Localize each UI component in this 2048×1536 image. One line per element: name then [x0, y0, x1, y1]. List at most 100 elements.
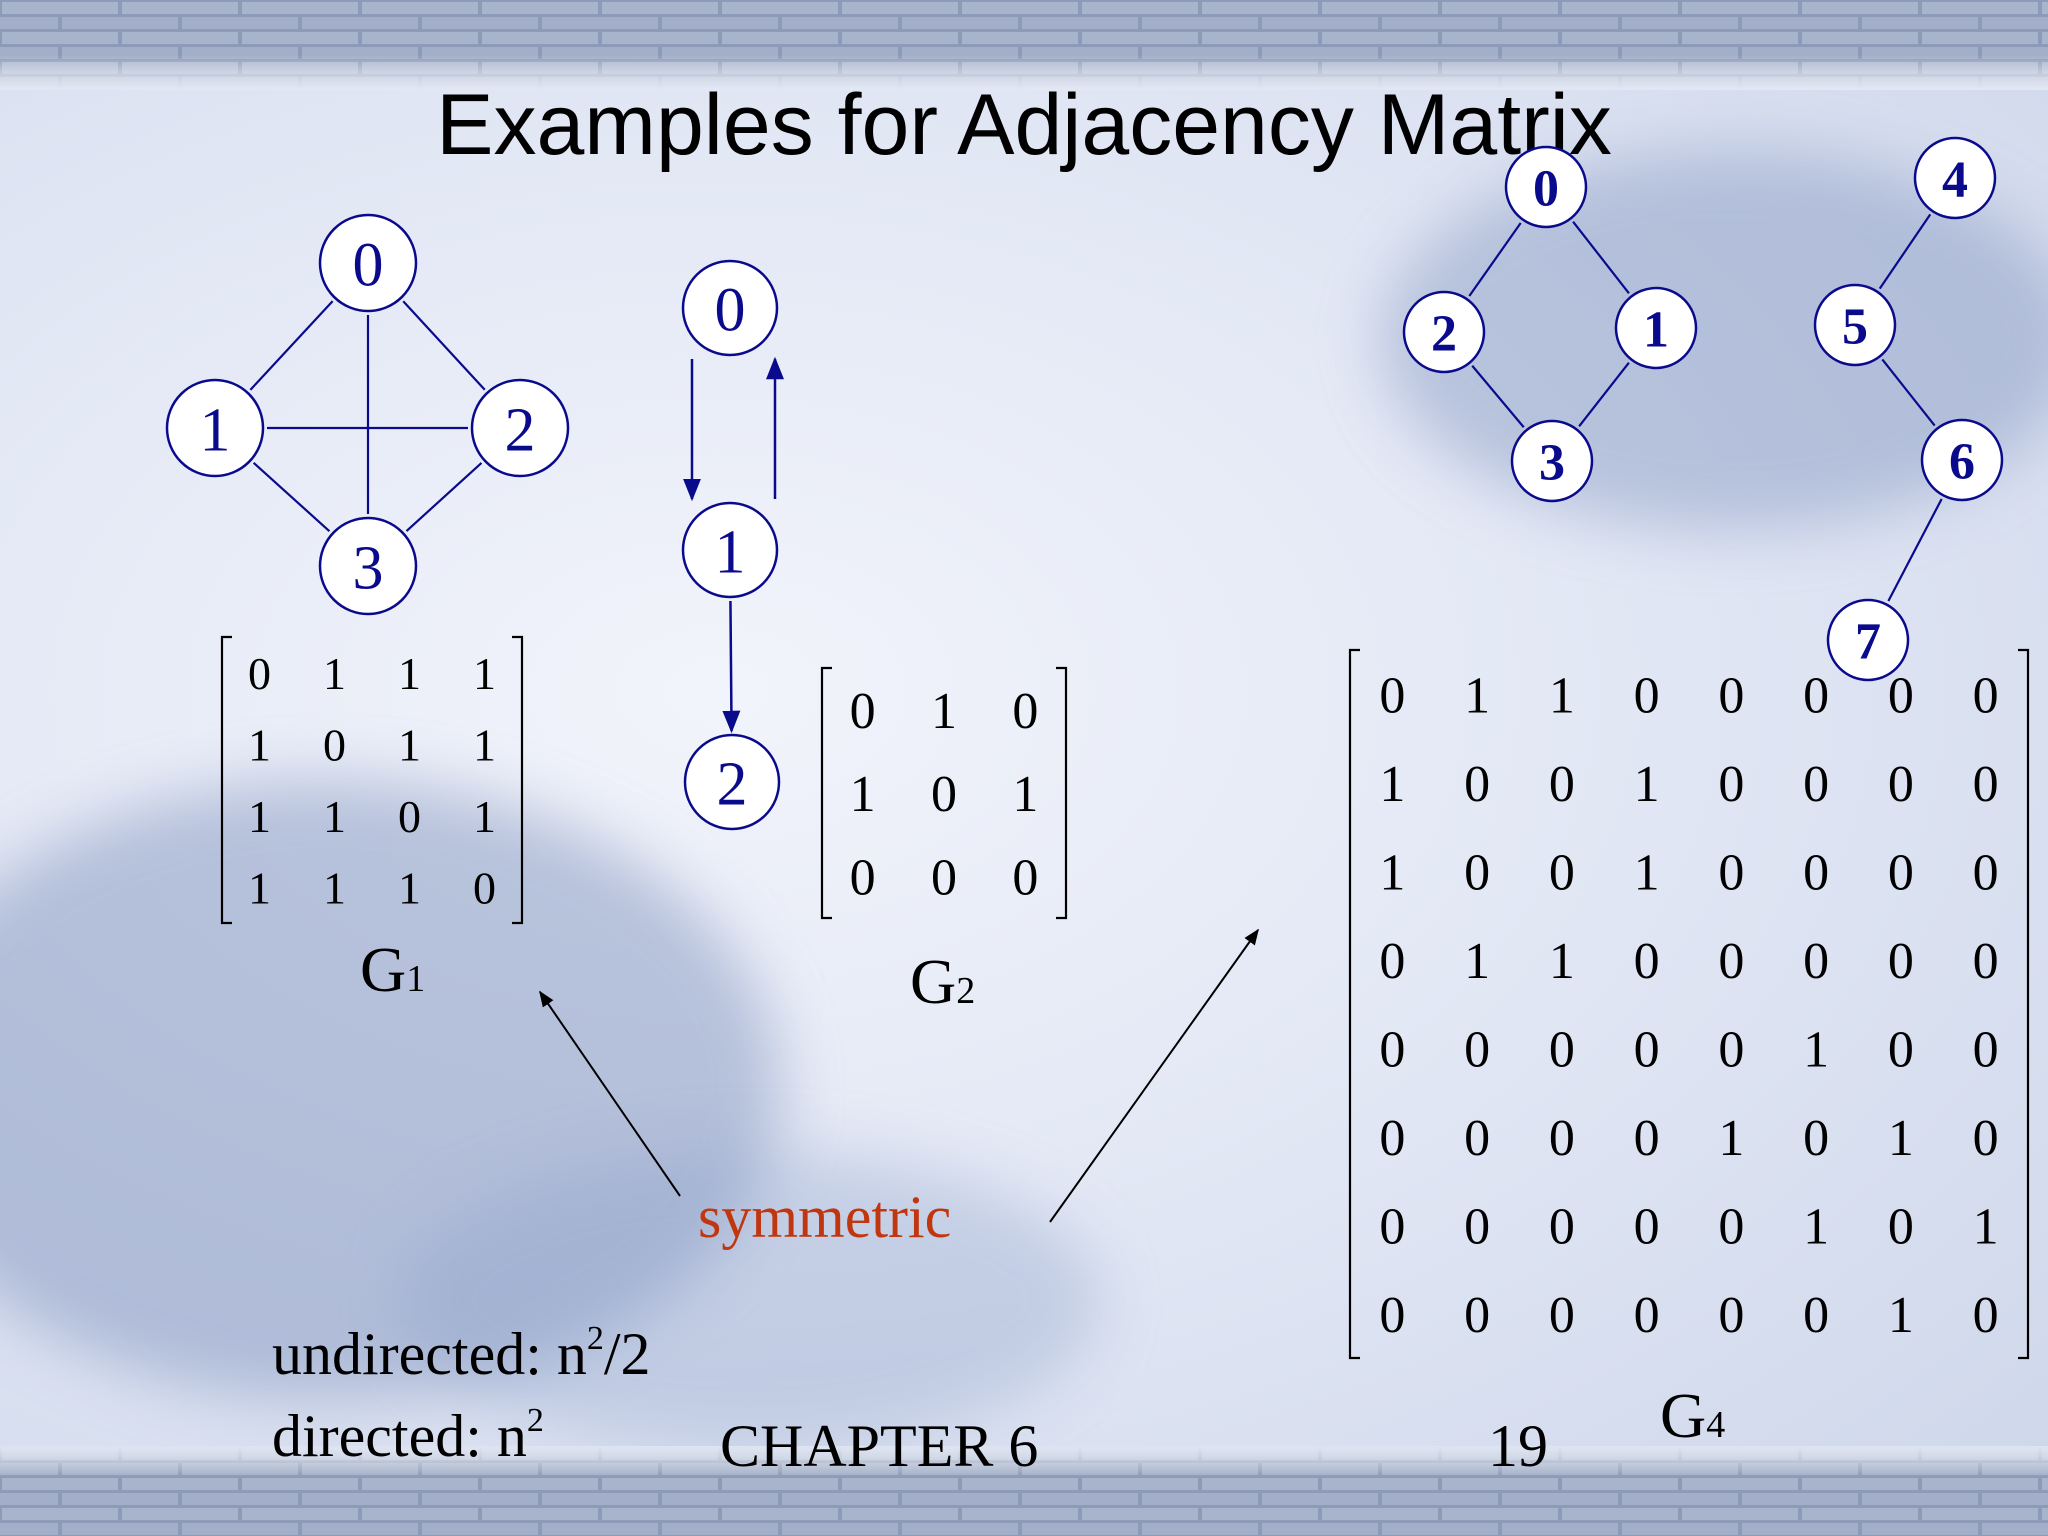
matrix-cell: 1 — [323, 648, 346, 699]
symmetric-annotation: symmetric — [698, 1184, 952, 1250]
matrix-cell: 0 — [1718, 667, 1744, 724]
edge-0-2 — [1468, 222, 1522, 297]
matrix-cell: 0 — [1718, 933, 1744, 990]
node-2: 2 — [470, 378, 570, 478]
matrix-cell: 0 — [1549, 1287, 1575, 1344]
matrix-cell: 1 — [248, 719, 271, 770]
matrix-cell: 0 — [1549, 844, 1575, 901]
matrix-cell: 0 — [1012, 850, 1038, 907]
node-circle — [1504, 145, 1588, 229]
node-7: 7 — [1826, 598, 1910, 682]
matrix-cell: 1 — [1464, 933, 1490, 990]
matrix-cell: 0 — [1803, 667, 1829, 724]
node-0: 0 — [318, 213, 418, 313]
pointer-arrow-to-g4 — [1049, 928, 1259, 1223]
brick-border-top — [0, 0, 2048, 90]
edge-5-6 — [1881, 358, 1936, 427]
matrix-cell: 1 — [473, 791, 496, 842]
pointer-arrow-to-g1 — [539, 990, 681, 1197]
matrix-right-bracket — [2018, 648, 2030, 1360]
node-label: 3 — [353, 534, 384, 602]
edge-1-2 — [722, 600, 741, 734]
matrix-cell: 0 — [1634, 1287, 1660, 1344]
node-label: 1 — [715, 518, 746, 586]
node-circle — [1614, 286, 1698, 370]
matrix-cell: 0 — [1464, 756, 1490, 813]
edge-6-7 — [1887, 498, 1943, 602]
node-circle — [681, 259, 779, 357]
matrix-cell: 0 — [1803, 756, 1829, 813]
node-label: 6 — [1949, 434, 1975, 491]
matrix-cell: 0 — [1464, 844, 1490, 901]
matrix-cell: 1 — [323, 862, 346, 913]
matrix-cell: 0 — [1973, 1287, 1999, 1344]
node-6: 6 — [1920, 418, 2004, 502]
note-directed: directed: n2 — [272, 1402, 544, 1469]
footer-chapter: CHAPTER 6 — [720, 1413, 1039, 1479]
node-5: 5 — [1813, 283, 1897, 367]
graph-label-g4: G4 — [1660, 1380, 1726, 1451]
matrix-cell: 1 — [1803, 1021, 1829, 1078]
graph-label-g2: G2 — [910, 946, 976, 1017]
node-label: 2 — [505, 396, 536, 464]
matrix-cell: 0 — [1888, 756, 1914, 813]
matrix-cell: 1 — [1549, 933, 1575, 990]
matrix-cell: 1 — [473, 719, 496, 770]
matrix-cell: 0 — [1634, 1021, 1660, 1078]
footer-page-number: 19 — [1488, 1413, 1548, 1479]
matrix-cell: 1 — [931, 683, 957, 740]
matrix-cell: 1 — [850, 766, 876, 823]
matrix-cell: 0 — [1379, 1287, 1405, 1344]
matrix-cell: 0 — [1973, 1021, 1999, 1078]
node-label: 0 — [1533, 161, 1559, 218]
node-circle — [1920, 418, 2004, 502]
matrix-cell: 0 — [1973, 756, 1999, 813]
matrix-cell: 0 — [1888, 844, 1914, 901]
node-circle — [318, 516, 418, 616]
symmetric-pointer-arrows — [539, 928, 1259, 1223]
matrix-cell: 0 — [473, 862, 496, 913]
background-wash — [400, 1150, 1100, 1450]
matrix-cell: 0 — [248, 648, 271, 699]
matrix-right-bracket — [512, 635, 524, 925]
graph-label-g1: G1 — [360, 934, 426, 1005]
node-circle — [683, 733, 781, 831]
matrix-cell: 1 — [1634, 844, 1660, 901]
matrix-cell: 0 — [1973, 667, 1999, 724]
matrix-cell: 0 — [323, 719, 346, 770]
edge-2-3 — [1471, 365, 1525, 428]
node-circle — [1913, 136, 1997, 220]
matrix-cell: 0 — [1803, 1287, 1829, 1344]
brick-border-bottom — [0, 1446, 2048, 1536]
edge-1-3 — [252, 462, 331, 532]
matrix-cell: 0 — [931, 766, 957, 823]
matrix-cell: 0 — [1718, 1198, 1744, 1255]
matrix-cell: 0 — [1379, 1021, 1405, 1078]
matrix-right-bracket — [1056, 666, 1068, 920]
node-circle — [1826, 598, 1910, 682]
edge-0-1 — [249, 300, 334, 391]
edge-1-3 — [1578, 361, 1630, 428]
node-circle — [165, 378, 265, 478]
node-1: 1 — [165, 378, 265, 478]
node-circle — [1402, 290, 1486, 374]
matrix-cell: 0 — [850, 683, 876, 740]
matrix-cell: 0 — [1803, 844, 1829, 901]
node-label: 5 — [1842, 299, 1868, 356]
matrix-cell: 0 — [850, 850, 876, 907]
node-label: 2 — [717, 750, 748, 818]
matrix-cell: 0 — [1888, 1021, 1914, 1078]
node-label: 1 — [1643, 302, 1669, 359]
matrix-cell: 0 — [1379, 1110, 1405, 1167]
matrix-cell: 1 — [248, 791, 271, 842]
node-circle — [318, 213, 418, 313]
background-wash — [0, 780, 780, 1400]
matrix-cell: 1 — [1464, 667, 1490, 724]
matrix-cell: 0 — [1379, 667, 1405, 724]
matrix-cell: 0 — [1634, 667, 1660, 724]
matrix-cell: 0 — [1888, 667, 1914, 724]
matrix-cell: 0 — [1549, 1198, 1575, 1255]
edge-0-2 — [402, 300, 486, 391]
